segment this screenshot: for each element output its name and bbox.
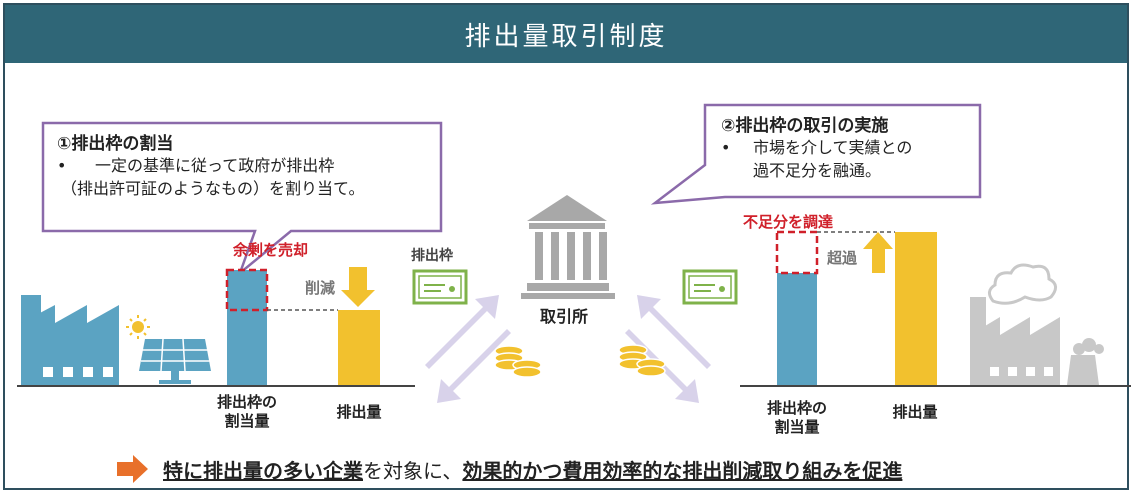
title-bar: 排出量取引制度 xyxy=(5,5,1127,63)
up-arrow-icon xyxy=(863,232,893,273)
footer-part3: 効果的かつ費用効率的な排出削減取り組みを促進 xyxy=(462,458,903,483)
right-allowance-bar xyxy=(777,273,817,386)
footer-part2: を対象に、 xyxy=(363,458,463,483)
callout-left-line2: （排出許可証のようなもの）を割り当て。 xyxy=(61,179,365,198)
arrow-right-icon xyxy=(117,455,148,483)
coins-right-icon xyxy=(618,344,666,377)
right-excess-label: 超過 xyxy=(827,249,858,267)
right-shortage-box xyxy=(775,230,819,275)
right-allowance-label: 排出枠の 割当量 xyxy=(761,399,833,437)
solar-panel-icon xyxy=(126,315,211,384)
callout-right-line1: 市場を介して実績との xyxy=(753,138,913,157)
factory-left-icon xyxy=(21,295,119,385)
smoke-small-icon xyxy=(1073,338,1104,355)
factory-right-icon xyxy=(970,297,1099,385)
callout-left: ①排出枠の割当 • 一定の基準に従って政府が排出枠 （排出許可証のようなもの）を… xyxy=(57,129,365,200)
right-allowance-label-line1: 排出枠の xyxy=(766,399,827,417)
smoke-cloud-icon xyxy=(988,263,1057,305)
callout-right-heading: ②排出枠の取引の実施 xyxy=(721,116,889,136)
footer-part1: 特に排出量の多い企業 xyxy=(163,458,363,483)
allowance-label: 排出枠 xyxy=(411,248,453,264)
callout-left-heading: ①排出枠の割当 xyxy=(57,134,174,154)
page-title: 排出量取引制度 xyxy=(464,21,668,52)
bullet: • xyxy=(57,156,67,175)
left-allowance-label: 排出枠の 割当量 xyxy=(211,393,283,431)
right-emission-label: 排出量 xyxy=(892,403,938,421)
right-allowance-label-line2: 割当量 xyxy=(774,418,820,436)
left-allowance-label-line1: 排出枠の xyxy=(216,393,277,411)
left-allowance-label-line2: 割当量 xyxy=(224,412,270,430)
left-surplus-box xyxy=(225,268,269,312)
callout-right-bubble xyxy=(650,103,982,205)
bullet: • xyxy=(721,138,731,157)
certificate-left-icon xyxy=(412,269,468,305)
callout-right: ②排出枠の取引の実施 • 市場を介して実績との 過不足分を融通。 xyxy=(721,111,912,182)
exchange-label: 取引所 xyxy=(540,307,589,326)
callout-left-bubble xyxy=(41,103,982,277)
down-arrow-icon xyxy=(341,267,375,307)
diagram-frame: 排出量取引制度 ①排出枠の割当 • 一定の基準に従って政府が排出枠 （排出許可証… xyxy=(3,3,1131,490)
left-reduction-label: 削減 xyxy=(305,279,336,297)
left-emission-bar xyxy=(338,310,380,386)
callout-left-line1: 一定の基準に従って政府が排出枠 xyxy=(95,156,335,175)
left-surplus-label: 余剰を売却 xyxy=(233,241,309,259)
left-emission-label: 排出量 xyxy=(336,403,382,421)
callout-right-line2: 過不足分を融通。 xyxy=(753,161,882,180)
illustration xyxy=(17,195,1131,403)
coins-left-icon xyxy=(494,345,542,378)
right-emission-bar xyxy=(895,232,937,386)
trade-arrow-left-icon xyxy=(425,295,511,403)
right-shortage-label: 不足分を調達 xyxy=(743,213,834,231)
footer-message: 特に排出量の多い企業 を対象に、 効果的かつ費用効率的な排出削減取り組みを促進 xyxy=(115,454,902,484)
exchange-building-icon xyxy=(521,195,615,299)
certificate-right-icon xyxy=(682,269,738,305)
